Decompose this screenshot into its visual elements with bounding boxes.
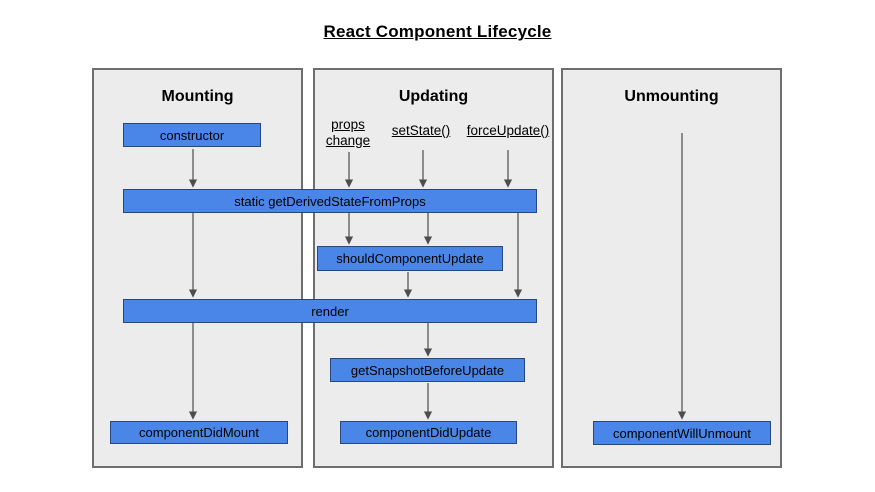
panel-unmounting-title: Unmounting xyxy=(624,88,719,105)
diagram-title: React Component Lifecycle xyxy=(323,22,552,41)
box-constructor: constructor xyxy=(123,123,261,147)
box-component-will-unmount: componentWillUnmount xyxy=(593,421,771,445)
panel-mounting-title: Mounting xyxy=(161,88,234,105)
box-get-derived-state-from-props: static getDerivedStateFromProps xyxy=(123,189,537,213)
box-get-snapshot-before-update: getSnapshotBeforeUpdate xyxy=(330,358,525,382)
trigger-set-state: setState() xyxy=(391,123,451,138)
panel-unmounting: Unmounting xyxy=(561,68,782,468)
trigger-force-update: forceUpdate() xyxy=(466,123,550,138)
box-should-component-update: shouldComponentUpdate xyxy=(317,246,503,271)
box-component-did-update: componentDidUpdate xyxy=(340,421,517,444)
trigger-props-change: props change xyxy=(325,117,371,148)
panel-updating-title: Updating xyxy=(398,88,469,105)
box-render: render xyxy=(123,299,537,323)
box-component-did-mount: componentDidMount xyxy=(110,421,288,444)
